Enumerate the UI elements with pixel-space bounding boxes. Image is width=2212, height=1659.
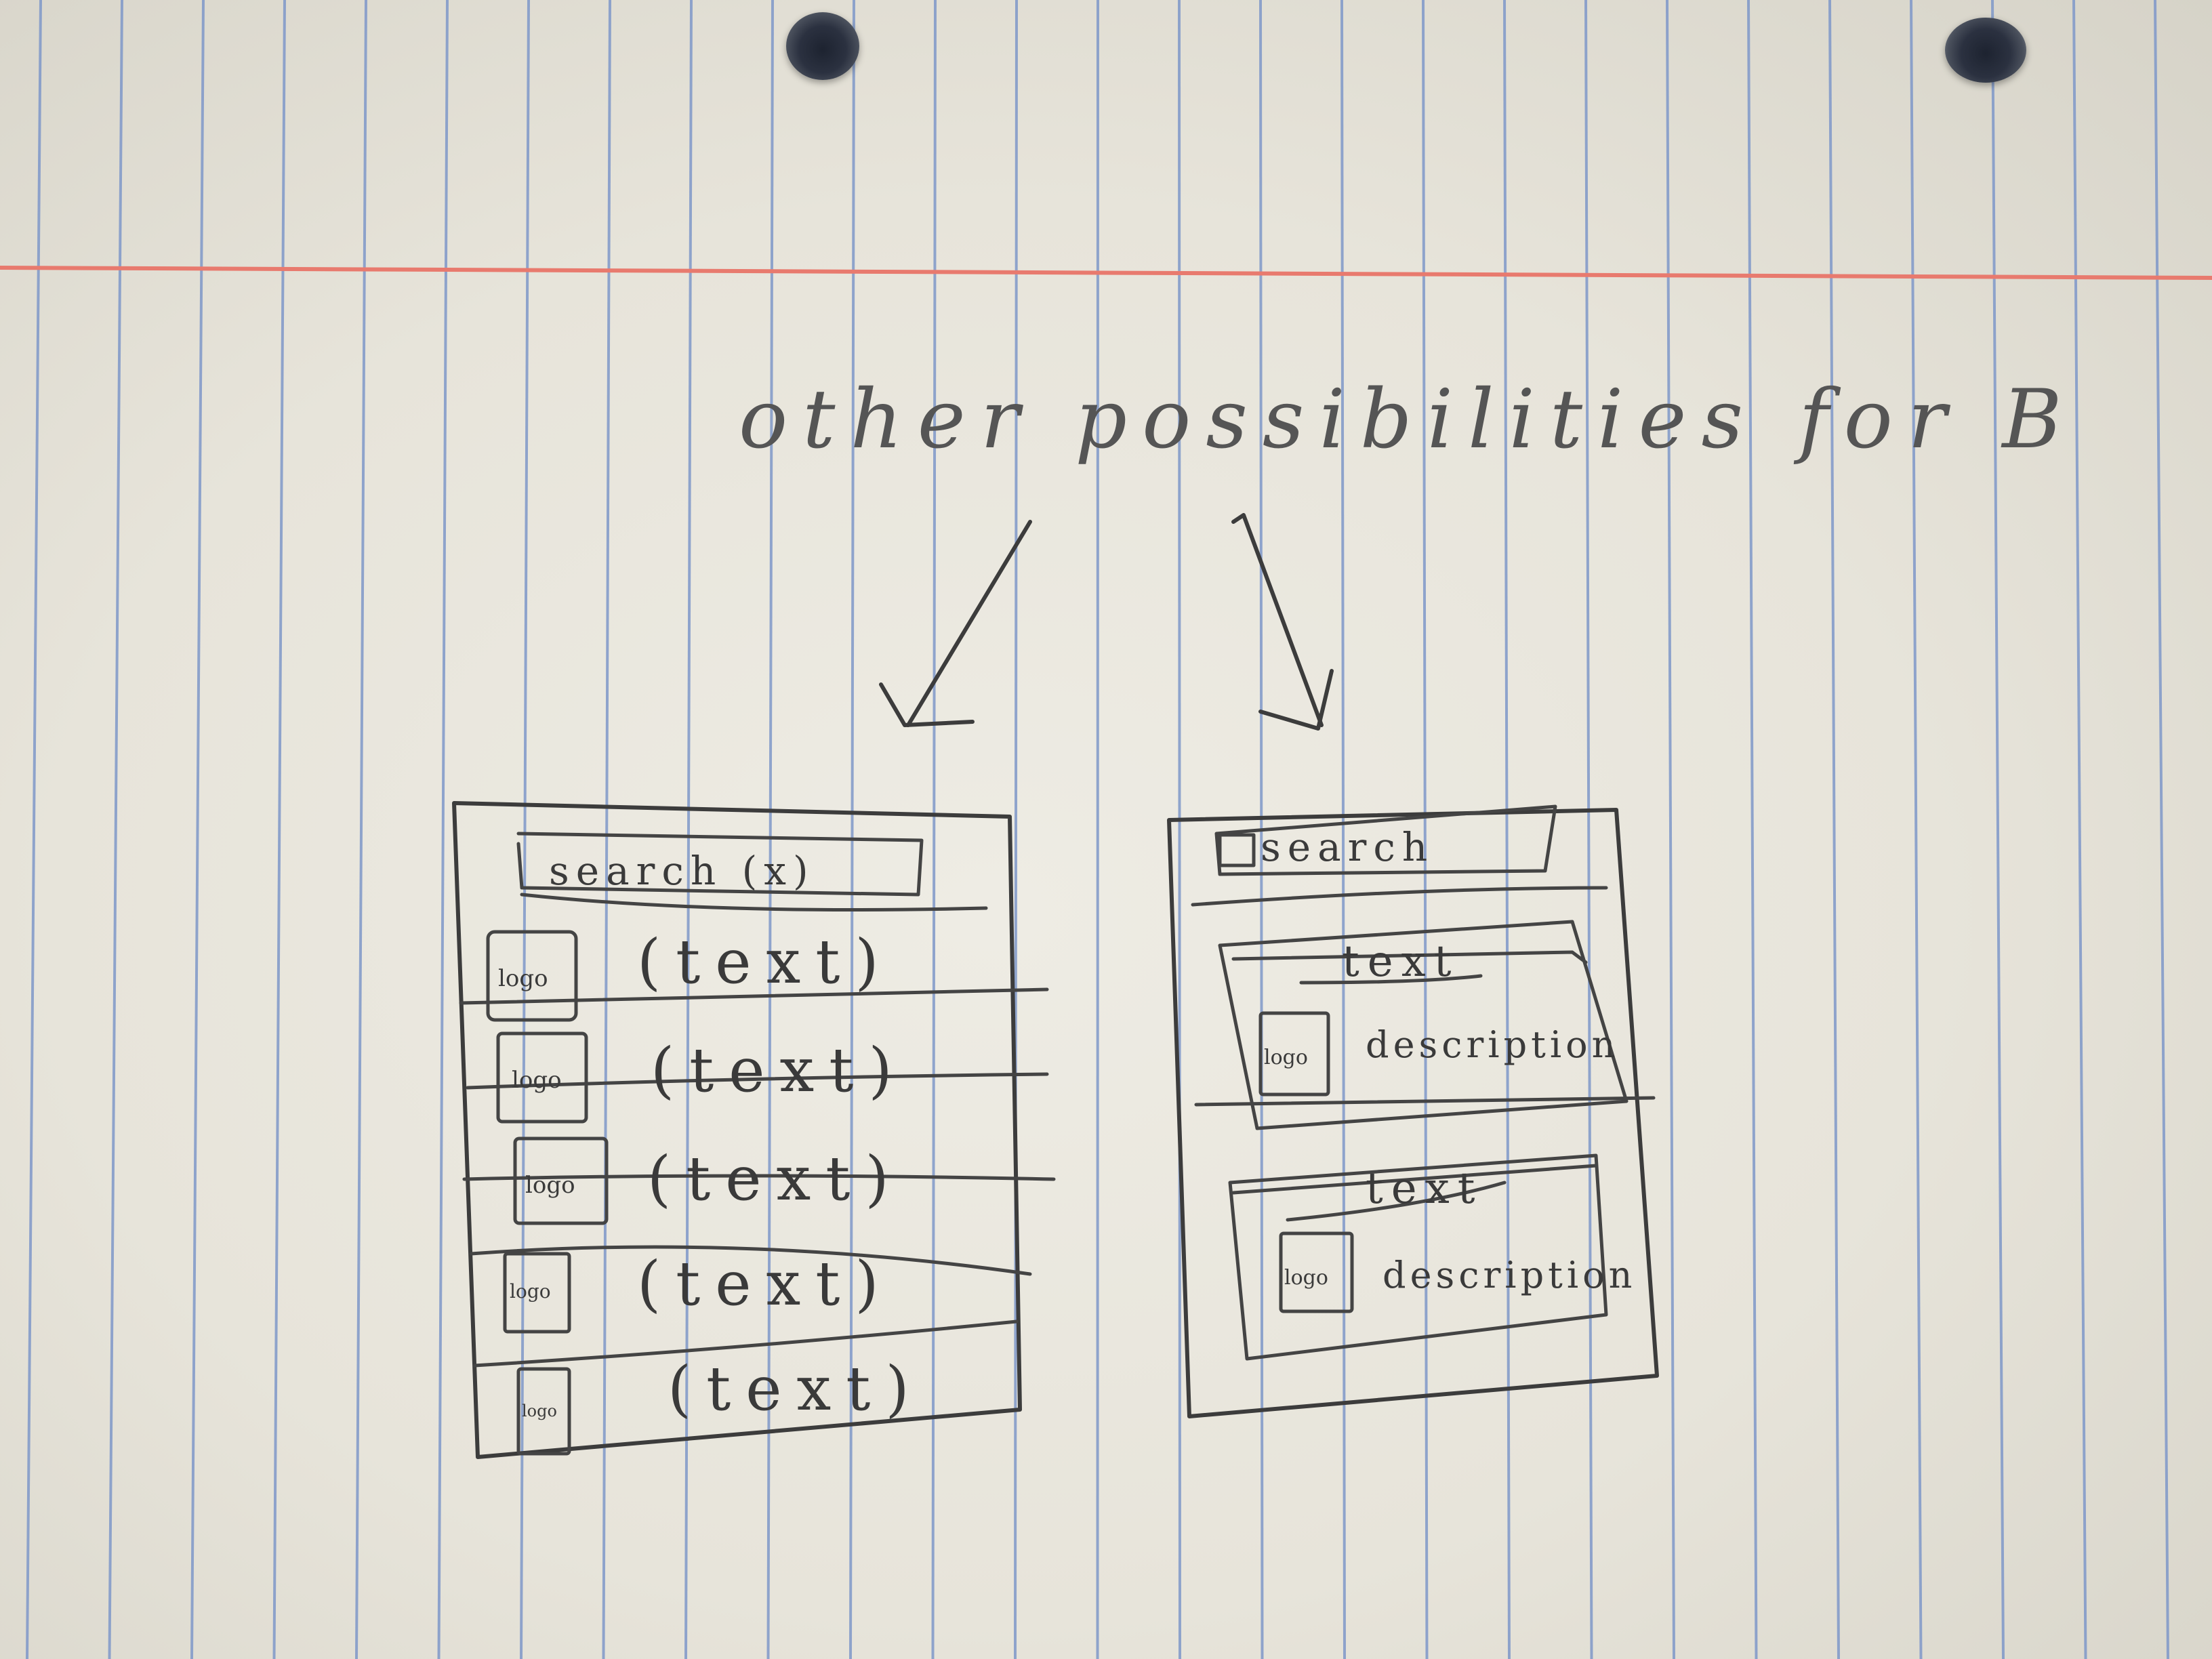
left-list-item[interactable]: logo (text) — [513, 1136, 904, 1225]
left-row-divider — [466, 1072, 1049, 1090]
left-mockup: search (x) logo (text) logo (text) logo … — [452, 801, 1056, 1459]
right-card[interactable]: text logo description — [1218, 920, 1629, 1130]
card-description: description — [1366, 1023, 1619, 1066]
logo-label: logo — [510, 1280, 551, 1303]
ruled-line — [684, 0, 693, 1659]
card-title: text — [1366, 1164, 1483, 1214]
ruled-line — [520, 0, 530, 1659]
left-row-divider — [462, 1174, 1056, 1181]
binder-hole-left — [786, 12, 859, 80]
ruled-line — [272, 0, 286, 1659]
ruled-line — [355, 0, 367, 1659]
right-search-bar[interactable]: search — [1191, 804, 1608, 907]
ruled-line — [1014, 0, 1018, 1659]
ruled-line — [1340, 0, 1346, 1659]
row-text: (text) — [637, 926, 894, 998]
ruled-line — [437, 0, 449, 1659]
left-list-item[interactable]: logo (text) — [503, 1248, 894, 1334]
row-text: (text) — [668, 1353, 924, 1425]
binder-hole-right — [1945, 18, 2026, 83]
left-row-divider — [459, 987, 1049, 1005]
ruled-line — [602, 0, 611, 1659]
card-title: text — [1342, 937, 1459, 987]
row-text: (text) — [647, 1143, 904, 1214]
ruled-line — [766, 0, 774, 1659]
ruled-line — [931, 0, 937, 1659]
ruled-line — [26, 0, 42, 1659]
margin-line — [0, 266, 2212, 280]
ruled-line — [849, 0, 855, 1659]
left-search-label: search (x) — [549, 848, 815, 894]
ruled-line — [1096, 0, 1099, 1659]
right-card-divider — [1194, 1096, 1656, 1107]
card-description: description — [1382, 1254, 1636, 1296]
ruled-line — [1178, 0, 1181, 1659]
card-logo-label: logo — [1284, 1266, 1328, 1290]
row-text: (text) — [637, 1248, 894, 1319]
arrow-down-right-icon — [1231, 513, 1334, 731]
left-row-divider — [469, 1245, 1032, 1276]
ruled-line — [1422, 0, 1429, 1659]
card-logo-label: logo — [1264, 1046, 1308, 1069]
right-mockup: search text logo description text logo d… — [1167, 804, 1659, 1418]
search-icon — [1218, 833, 1256, 867]
row-text: (text) — [651, 1035, 907, 1106]
heading-text: other possibilities for B — [739, 373, 2077, 467]
left-list-item[interactable]: logo (text) — [516, 1353, 924, 1456]
left-search-bar[interactable]: search (x) — [516, 832, 988, 912]
left-list-item[interactable]: logo (text) — [486, 926, 894, 1022]
ruled-line — [190, 0, 205, 1659]
logo-label: logo — [522, 1401, 557, 1420]
right-search-label: search — [1261, 824, 1434, 870]
left-list-item[interactable]: logo (text) — [496, 1031, 907, 1124]
logo-label: logo — [512, 1067, 562, 1094]
arrow-down-left-icon — [879, 520, 1032, 727]
logo-label: logo — [498, 965, 548, 992]
logo-label: logo — [525, 1172, 575, 1199]
right-card[interactable]: text logo description — [1228, 1153, 1636, 1361]
ruled-line — [108, 0, 123, 1659]
left-row-divider — [472, 1319, 1019, 1368]
